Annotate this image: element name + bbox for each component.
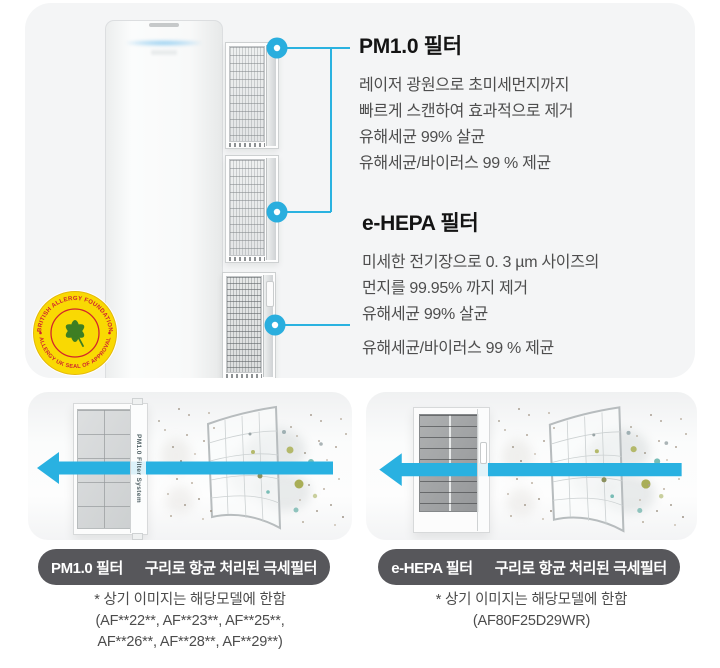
pm10-filter-module: PM1.0 Filter System bbox=[73, 398, 148, 540]
pm10-note-text: * 상기 이미지는 해당모델에 한함 bbox=[94, 592, 286, 608]
ehepa-pill-name: e-HEPA 필터 bbox=[391, 559, 473, 577]
ehepa-filter-description: e-HEPA 필터 미세한 전기장으로 0. 3 µm 사이즈의 먼지를 99.… bbox=[362, 207, 599, 362]
pm10-caption-pill: PM1.0 필터 구리로 항균 처리된 극세필터 bbox=[38, 549, 330, 585]
dust-speckles bbox=[158, 420, 160, 422]
filter-panel-middle bbox=[225, 155, 279, 263]
filter-bottom-dots bbox=[229, 143, 265, 147]
air-purifier-tower-image bbox=[105, 20, 223, 378]
filter-pleats bbox=[229, 159, 265, 256]
tower-blue-light bbox=[126, 40, 202, 46]
ehepa-module-grid bbox=[419, 414, 479, 512]
module-tab bbox=[132, 533, 143, 540]
ehepa-note-text: * 상기 이미지는 해당모델에 한함 bbox=[435, 592, 628, 608]
filter-panel-top bbox=[225, 42, 279, 149]
ehepa-module-frame bbox=[477, 409, 488, 531]
pm10-line-2: 빠르게 스캔하여 효과적으로 제거 bbox=[359, 103, 574, 120]
filter-frame-bar bbox=[266, 158, 276, 260]
pm10-models-line-1: (AF**22**, AF**23**, AF**25**, bbox=[95, 613, 285, 629]
filter-pleats bbox=[226, 276, 262, 373]
filter-bottom-dots bbox=[229, 257, 265, 261]
ehepa-line-4: 유해세균/바이러스 99 % 제균 bbox=[362, 340, 554, 357]
ehepa-line-1: 미세한 전기장으로 0. 3 µm 사이즈의 bbox=[362, 254, 600, 271]
pm10-line-3: 유해세균 99% 살균 bbox=[359, 129, 485, 146]
pm10-module-frame: PM1.0 Filter System bbox=[130, 405, 146, 533]
ehepa-line-2: 먼지를 99.95% 까지 제거 bbox=[362, 280, 528, 297]
pm10-pill-desc: 구리로 항균 처리된 극세필터 bbox=[144, 559, 318, 577]
pm10-filter-description: PM1.0 필터 레이저 광원으로 초미세먼지까지 빠르게 스캔하여 효과적으로… bbox=[359, 30, 574, 177]
ehepa-line-3: 유해세균 99% 살균 bbox=[362, 306, 488, 323]
tower-top-vent bbox=[149, 23, 179, 27]
filter-panel-bottom bbox=[222, 272, 276, 378]
filter-frame-bar bbox=[266, 45, 276, 146]
ehepa-title: e-HEPA 필터 bbox=[362, 212, 479, 235]
pm10-models-line-2: AF**26**, AF**28**, AF**29**) bbox=[97, 634, 283, 650]
dust-speckles bbox=[290, 426, 292, 428]
pm10-module-grid bbox=[77, 409, 131, 529]
ehepa-footnote: * 상기 이미지는 해당모델에 한함 (AF80F25D29WR) bbox=[366, 590, 697, 632]
ehepa-filter-module bbox=[413, 407, 490, 533]
pm10-line-4: 유해세균/바이러스 99 % 제균 bbox=[359, 155, 551, 172]
pm10-title: PM1.0 필터 bbox=[359, 35, 462, 58]
mesh-filter bbox=[548, 406, 625, 533]
leaf-icon bbox=[65, 320, 85, 347]
module-tab bbox=[132, 398, 143, 405]
ehepa-pill-desc: 구리로 항균 처리된 극세필터 bbox=[494, 559, 668, 577]
allergy-uk-seal-icon: BRITISH ALLERGY FOUNDATION ALLERGY UK SE… bbox=[32, 290, 118, 376]
filter-bottom-dots bbox=[226, 374, 262, 378]
pm10-footnote: * 상기 이미지는 해당모델에 한함 (AF**22**, AF**23**, … bbox=[28, 590, 352, 653]
ehepa-caption-pill: e-HEPA 필터 구리로 항균 처리된 극세필터 bbox=[378, 549, 680, 585]
tower-logo-mark bbox=[151, 50, 177, 55]
dust-speckles bbox=[498, 420, 500, 422]
pm10-pill-name: PM1.0 필터 bbox=[50, 559, 123, 577]
ehepa-filter-demo-card bbox=[366, 392, 697, 540]
ehepa-models-line-1: (AF80F25D29WR) bbox=[472, 613, 591, 629]
top-filter-info-card: PM1.0 필터 레이저 광원으로 초미세먼지까지 빠르게 스캔하여 효과적으로… bbox=[25, 3, 695, 378]
filter-latch bbox=[266, 281, 274, 307]
pm10-line-1: 레이저 광원으로 초미세먼지까지 bbox=[359, 77, 570, 94]
pm10-filter-demo-card: PM1.0 Filter System bbox=[28, 392, 352, 540]
mesh-filter bbox=[206, 405, 282, 530]
module-latch bbox=[480, 442, 487, 464]
filter-pleats bbox=[229, 46, 265, 142]
dust-speckles bbox=[630, 426, 632, 428]
pm10-module-label: PM1.0 Filter System bbox=[135, 434, 142, 504]
